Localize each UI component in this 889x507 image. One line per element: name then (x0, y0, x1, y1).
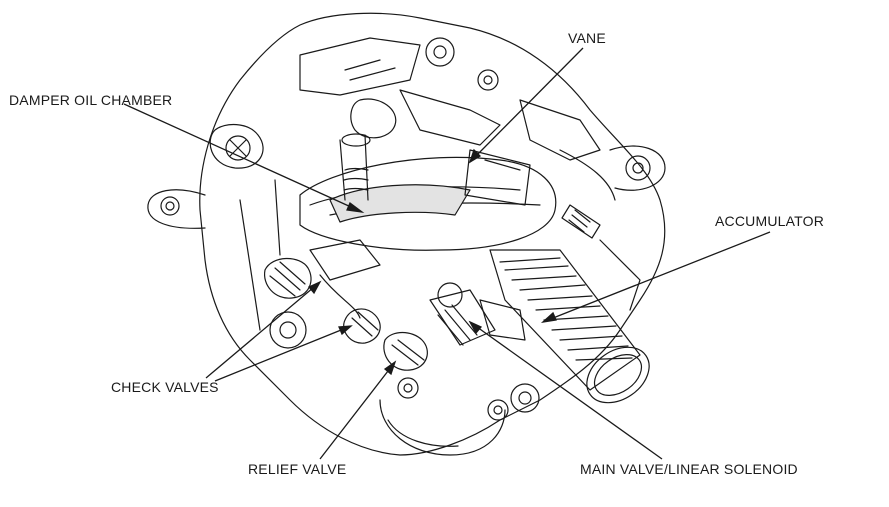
accumulator-spring (499, 257, 633, 361)
mounting-ear-left (147, 189, 206, 229)
relief-valve-body (383, 331, 428, 371)
leader-check-valve-2 (214, 325, 352, 382)
check-valve-center (343, 308, 381, 344)
label-damper-oil-chamber: DAMPER OIL CHAMBER (9, 92, 173, 108)
label-relief-valve: RELIEF VALVE (248, 461, 347, 477)
leader-accumulator (542, 231, 771, 323)
leader-check-valve-1 (205, 281, 321, 379)
vane-chamber (299, 156, 557, 251)
leader-relief-valve (319, 361, 396, 460)
label-check-valves: CHECK VALVES (111, 379, 219, 395)
leader-main-valve (469, 321, 663, 460)
lower-bowl (379, 399, 506, 456)
housing-outline (199, 12, 666, 456)
label-accumulator: ACCUMULATOR (715, 213, 825, 229)
check-valve-left (264, 257, 312, 299)
leader-damper-oil-chamber (123, 103, 363, 213)
label-vane: VANE (568, 30, 606, 46)
mounting-ear-right (609, 145, 666, 191)
accumulator-sleeve (489, 249, 641, 391)
leader-vane (469, 47, 584, 163)
label-main-valve-linear-solenoid: MAIN VALVE/LINEAR SOLENOID (580, 461, 798, 477)
